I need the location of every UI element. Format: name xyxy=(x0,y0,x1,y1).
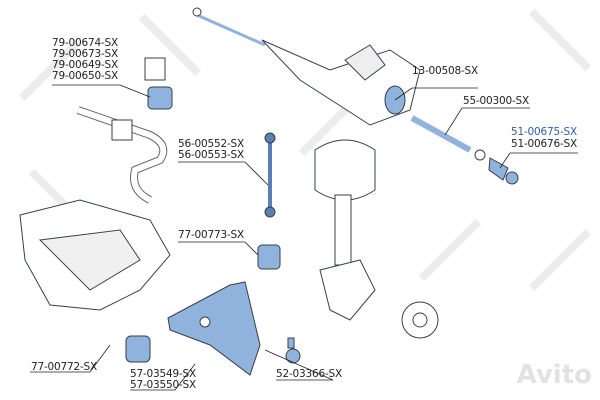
label-stabilizer-bushing-2: 79-00673-SX xyxy=(52,48,118,60)
label-steering-rack: 13-00508-SX xyxy=(412,65,478,77)
label-stabilizer-link-2: 56-00553-SX xyxy=(178,149,244,161)
label-tie-rod-end-1[interactable]: 51-00675-SX xyxy=(511,126,577,138)
control-arm xyxy=(167,281,261,376)
label-stabilizer-bushing-1: 79-00674-SX xyxy=(52,37,118,49)
label-tie-rod: 55-00300-SX xyxy=(463,95,529,107)
label-stabilizer-bushing-4: 79-00650-SX xyxy=(52,70,118,82)
label-control-arm-1: 57-03549-SX xyxy=(130,368,196,380)
avito-logo: Avito xyxy=(516,360,592,390)
subframe xyxy=(19,199,171,311)
label-tie-rod-end-2: 51-00676-SX xyxy=(511,138,577,150)
label-stabilizer-link-1: 56-00552-SX xyxy=(178,138,244,150)
leader-lines xyxy=(30,84,578,391)
strut xyxy=(314,139,439,339)
front-arm-bushing xyxy=(125,335,151,363)
tie-rod xyxy=(410,115,519,185)
label-ball-joint: 52-03366-SX xyxy=(276,368,342,380)
rear-arm-bushing xyxy=(257,244,281,270)
label-control-arm-2: 57-03550-SX xyxy=(130,379,196,391)
label-front-arm-bushing: 77-00772-SX xyxy=(31,361,97,373)
label-stabilizer-bushing-3: 79-00649-SX xyxy=(52,59,118,71)
ball-joint xyxy=(285,337,301,364)
steering-rack xyxy=(192,7,421,126)
stabilizer-bar xyxy=(76,106,168,204)
stabilizer-link xyxy=(264,132,276,218)
stabilizer-bushing xyxy=(144,57,173,110)
label-rear-arm-bushing: 77-00773-SX xyxy=(178,229,244,241)
